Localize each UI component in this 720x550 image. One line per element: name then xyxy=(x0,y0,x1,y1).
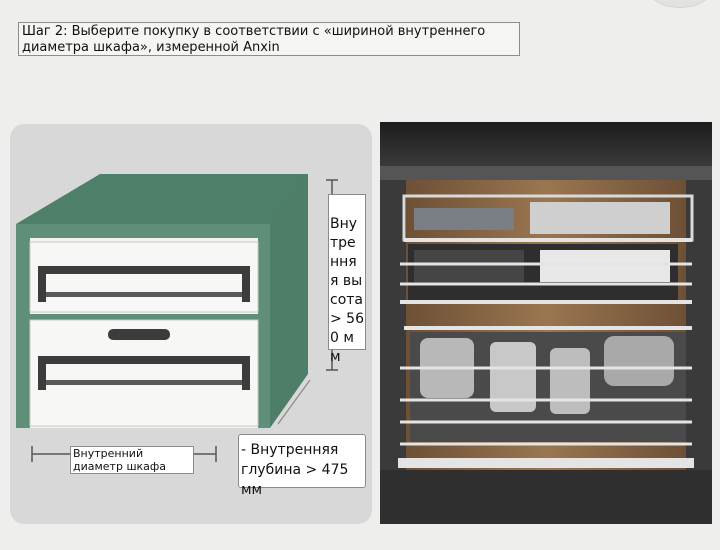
lower-drawer-rail xyxy=(42,356,246,364)
drawer-handle xyxy=(108,329,170,340)
upper-drawer-rail xyxy=(42,266,246,274)
floor xyxy=(380,470,712,524)
cabinet-side xyxy=(270,174,308,428)
inner-width-label: Внутренний диаметр шкафа xyxy=(70,446,194,474)
kitchen-basket-photo xyxy=(380,122,712,524)
cabinet-top xyxy=(16,174,308,224)
upper-drawer-slide xyxy=(46,292,242,297)
cabinet-divider xyxy=(30,314,258,320)
upper-drawer-runner-left xyxy=(38,266,46,302)
lower-drawer-runner-left xyxy=(38,356,46,390)
inner-height-label: Внутренняя высота > 560 мм xyxy=(328,194,366,365)
lower-drawer-slide xyxy=(46,380,242,385)
countertop xyxy=(380,122,712,166)
lower-drawer-runner-right xyxy=(242,356,250,390)
upper-drawer-runner-right xyxy=(242,266,250,302)
cabinet-illustration xyxy=(16,174,338,462)
decorative-circle xyxy=(648,0,712,8)
countertop-edge xyxy=(380,166,712,180)
upper-drawer xyxy=(29,241,259,313)
lower-basket xyxy=(398,326,694,468)
basket-illustration xyxy=(380,122,712,524)
inner-depth-label: - Внутренняя глубина > 475 мм xyxy=(238,434,366,498)
step-instruction: Шаг 2: Выберите покупку в соответствии с… xyxy=(18,22,520,56)
cabinet-diagram-panel: Внутренняя высота > 560 мм Внутренний ди… xyxy=(10,124,372,524)
upper-basket xyxy=(400,194,694,304)
depth-measure-line xyxy=(277,379,311,425)
